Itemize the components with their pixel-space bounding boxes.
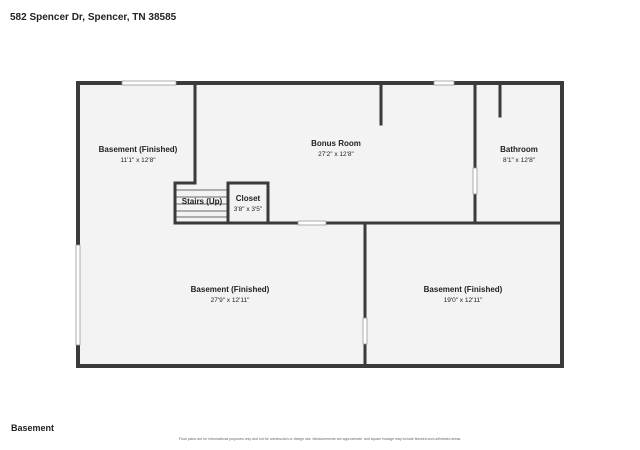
room-name: Basement (Finished) [99, 145, 178, 154]
room-dims: 27'2" x 12'8" [318, 151, 354, 158]
door-basement-right [362, 317, 368, 345]
door-closet [297, 220, 327, 226]
room-name: Stairs (Up) [182, 197, 223, 206]
room-dims: 19'0" x 12'11" [444, 297, 483, 304]
room-labels: Basement (Finished) 11'1" x 12'8" Bonus … [99, 139, 538, 304]
room-name: Basement (Finished) [191, 285, 270, 294]
room-dims: 11'1" x 12'8" [120, 157, 156, 164]
window-top-right [433, 80, 455, 86]
room-name: Closet [236, 194, 261, 203]
disclaimer: Floor plans are for informational purpos… [178, 437, 462, 441]
room-name: Bathroom [500, 145, 538, 154]
floor-label: Basement [11, 423, 55, 433]
window-top-left [121, 80, 177, 86]
door-bathroom [472, 167, 478, 195]
window-left-wall [75, 244, 81, 346]
property-address: 582 Spencer Dr, Spencer, TN 38585 [10, 12, 177, 23]
room-dims: 3'8" x 3'5" [234, 206, 263, 213]
interior-walls [173, 81, 564, 368]
room-dims: 8'1" x 12'8" [503, 157, 536, 164]
room-name: Bonus Room [311, 139, 361, 148]
room-name: Basement (Finished) [424, 285, 503, 294]
stair-treads [175, 189, 228, 218]
room-dims: 27'9" x 12'11" [211, 297, 250, 304]
openings [75, 80, 478, 346]
